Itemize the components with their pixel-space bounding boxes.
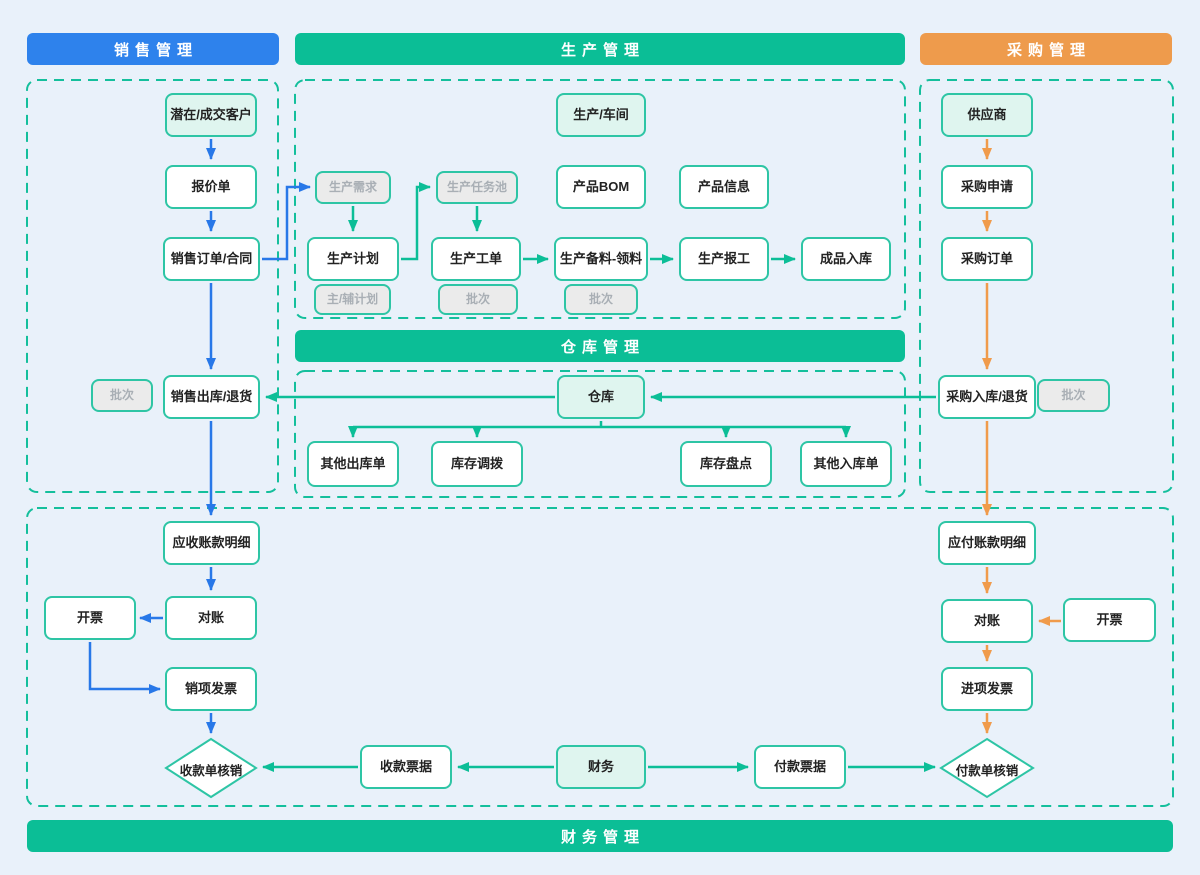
purchase-header-bar: 采购管理 bbox=[920, 33, 1172, 65]
node-other-inbound: 其他入库单 bbox=[800, 441, 892, 487]
node-production-demand: 生产需求 bbox=[315, 171, 391, 204]
node-product-bom: 产品BOM bbox=[556, 165, 646, 209]
node-production-plan: 生产计划 bbox=[307, 237, 399, 281]
sales-container bbox=[26, 79, 279, 493]
node-purchase-invoicing: 开票 bbox=[1063, 598, 1156, 642]
node-stock-transfer: 库存调拨 bbox=[431, 441, 523, 487]
node-finance: 财务 bbox=[556, 745, 646, 789]
warehouse-container bbox=[294, 370, 906, 498]
node-purchase-request: 采购申请 bbox=[941, 165, 1033, 209]
node-purchase-batch: 批次 bbox=[1037, 379, 1110, 412]
node-quotation: 报价单 bbox=[165, 165, 257, 209]
decision-diamonds bbox=[164, 737, 1035, 799]
node-sales-outbound: 销售出库/退货 bbox=[163, 375, 260, 419]
node-receipt-writeoff-label: 收款单核销 bbox=[179, 764, 243, 778]
node-sales-reconciliation: 对账 bbox=[165, 596, 257, 640]
node-purchase-invoice: 进项发票 bbox=[941, 667, 1033, 711]
production-header-bar: 生产管理 bbox=[295, 33, 905, 65]
node-sales-order: 销售订单/合同 bbox=[163, 237, 260, 281]
node-workshop: 生产/车间 bbox=[556, 93, 646, 137]
node-production-report: 生产报工 bbox=[679, 237, 769, 281]
node-purchase-order: 采购订单 bbox=[941, 237, 1033, 281]
finance-header-bar: 财务管理 bbox=[27, 820, 1173, 852]
node-payable-detail: 应付账款明细 bbox=[938, 521, 1036, 565]
node-payment-writeoff-diamond bbox=[939, 737, 1035, 799]
node-stock-count: 库存盘点 bbox=[680, 441, 772, 487]
node-sales-invoicing: 开票 bbox=[44, 596, 136, 640]
node-other-outbound: 其他出库单 bbox=[307, 441, 399, 487]
node-customer: 潜在/成交客户 bbox=[165, 93, 257, 137]
node-payment-writeoff-label: 付款单核销 bbox=[955, 764, 1019, 778]
node-task-pool: 生产任务池 bbox=[436, 171, 518, 204]
node-payment-note: 付款票据 bbox=[754, 745, 846, 789]
node-receipt-note: 收款票据 bbox=[360, 745, 452, 789]
node-receivable-detail: 应收账款明细 bbox=[163, 521, 260, 565]
arrow-plan-taskpool bbox=[401, 182, 431, 261]
sales-header-bar: 销售管理 bbox=[27, 33, 279, 65]
blue-flow-arrows bbox=[88, 139, 311, 734]
node-receipt-writeoff-diamond bbox=[164, 737, 258, 799]
node-sales-invoice: 销项发票 bbox=[165, 667, 257, 711]
node-product-info: 产品信息 bbox=[679, 165, 769, 209]
line-warehouse-tree bbox=[353, 421, 846, 429]
warehouse-header-bar: 仓库管理 bbox=[295, 330, 905, 362]
arrow-invoicing-salesinvoice bbox=[88, 642, 161, 694]
section-containers bbox=[26, 79, 1174, 807]
node-workorder-batch: 批次 bbox=[438, 284, 518, 315]
node-finished-inbound: 成品入库 bbox=[801, 237, 891, 281]
node-purchase-inbound: 采购入库/退货 bbox=[938, 375, 1036, 419]
node-material-batch: 批次 bbox=[564, 284, 638, 315]
arrow-salesorder-demand bbox=[262, 182, 311, 261]
node-material-picking: 生产备料-领料 bbox=[554, 237, 648, 281]
node-sales-batch: 批次 bbox=[91, 379, 153, 412]
production-container bbox=[294, 79, 906, 319]
node-supplier: 供应商 bbox=[941, 93, 1033, 137]
node-warehouse: 仓库 bbox=[557, 375, 645, 419]
purchase-container bbox=[919, 79, 1174, 493]
teal-flow-arrows bbox=[262, 182, 936, 772]
orange-flow-arrows bbox=[982, 139, 1061, 734]
node-purchase-reconciliation: 对账 bbox=[941, 599, 1033, 643]
finance-container bbox=[26, 507, 1174, 807]
node-work-order: 生产工单 bbox=[431, 237, 521, 281]
node-main-aux-plan: 主/辅计划 bbox=[314, 284, 391, 315]
